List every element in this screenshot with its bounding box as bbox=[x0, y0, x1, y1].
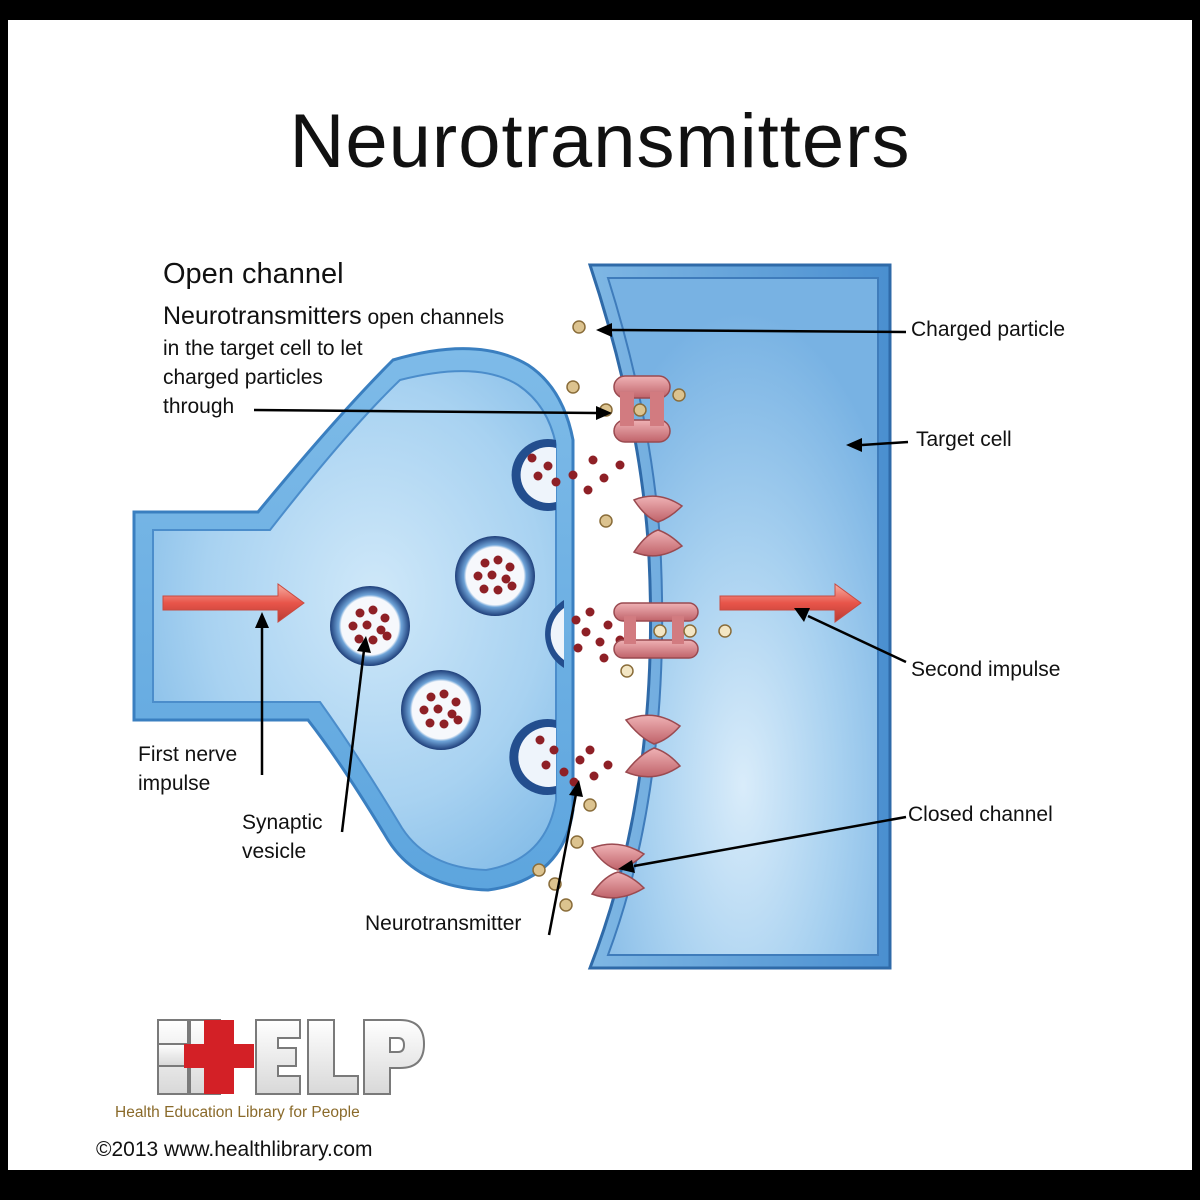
diagram-canvas: Neurotransmitters bbox=[8, 20, 1192, 1170]
release-site-bottom bbox=[509, 718, 556, 795]
vesicle-neurotransmitters bbox=[348, 555, 517, 729]
help-logo: Health Education Library for People bbox=[115, 1019, 426, 1121]
closed-channel bbox=[632, 495, 684, 557]
open-channel-top bbox=[613, 375, 671, 443]
open-channel-heading: Open channel bbox=[163, 258, 344, 290]
release-site-middle bbox=[545, 600, 564, 668]
released-neurotransmitters bbox=[527, 453, 625, 787]
logo-tagline: Health Education Library for People bbox=[115, 1104, 360, 1121]
first-impulse-arrow bbox=[162, 583, 305, 623]
open-channel-description-line3: charged particles bbox=[163, 366, 323, 389]
open-channel-description-line1: Neurotransmitters open channels bbox=[163, 302, 504, 332]
label-target-cell: Target cell bbox=[916, 428, 1012, 451]
closed-channel bbox=[624, 714, 682, 778]
desc-line1-rest: open channels bbox=[361, 306, 505, 329]
desc-emphasis: Neurotransmitters bbox=[163, 302, 362, 330]
copyright-text: ©2013 www.healthlibrary.com bbox=[96, 1138, 373, 1161]
label-synaptic-vesicle-2: vesicle bbox=[242, 840, 307, 863]
second-impulse-arrow bbox=[719, 583, 862, 623]
open-channel-description-line2: in the target cell to let bbox=[163, 337, 363, 360]
label-first-nerve-impulse-2: impulse bbox=[138, 772, 211, 795]
label-closed-channel: Closed channel bbox=[908, 803, 1053, 826]
label-synaptic-vesicle-1: Synaptic bbox=[242, 811, 323, 834]
label-second-impulse: Second impulse bbox=[911, 658, 1061, 681]
synapse-diagram: Health Education Library for People bbox=[115, 263, 909, 1121]
label-first-nerve-impulse-1: First nerve bbox=[138, 743, 238, 766]
charged-particles bbox=[532, 320, 732, 912]
label-charged-particle: Charged particle bbox=[911, 318, 1066, 341]
open-channel-description-line4: through bbox=[163, 395, 235, 418]
callout-arrows bbox=[253, 323, 909, 936]
open-channel-middle bbox=[613, 602, 699, 659]
label-neurotransmitter: Neurotransmitter bbox=[365, 912, 522, 935]
page-title: Neurotransmitters bbox=[289, 99, 911, 184]
